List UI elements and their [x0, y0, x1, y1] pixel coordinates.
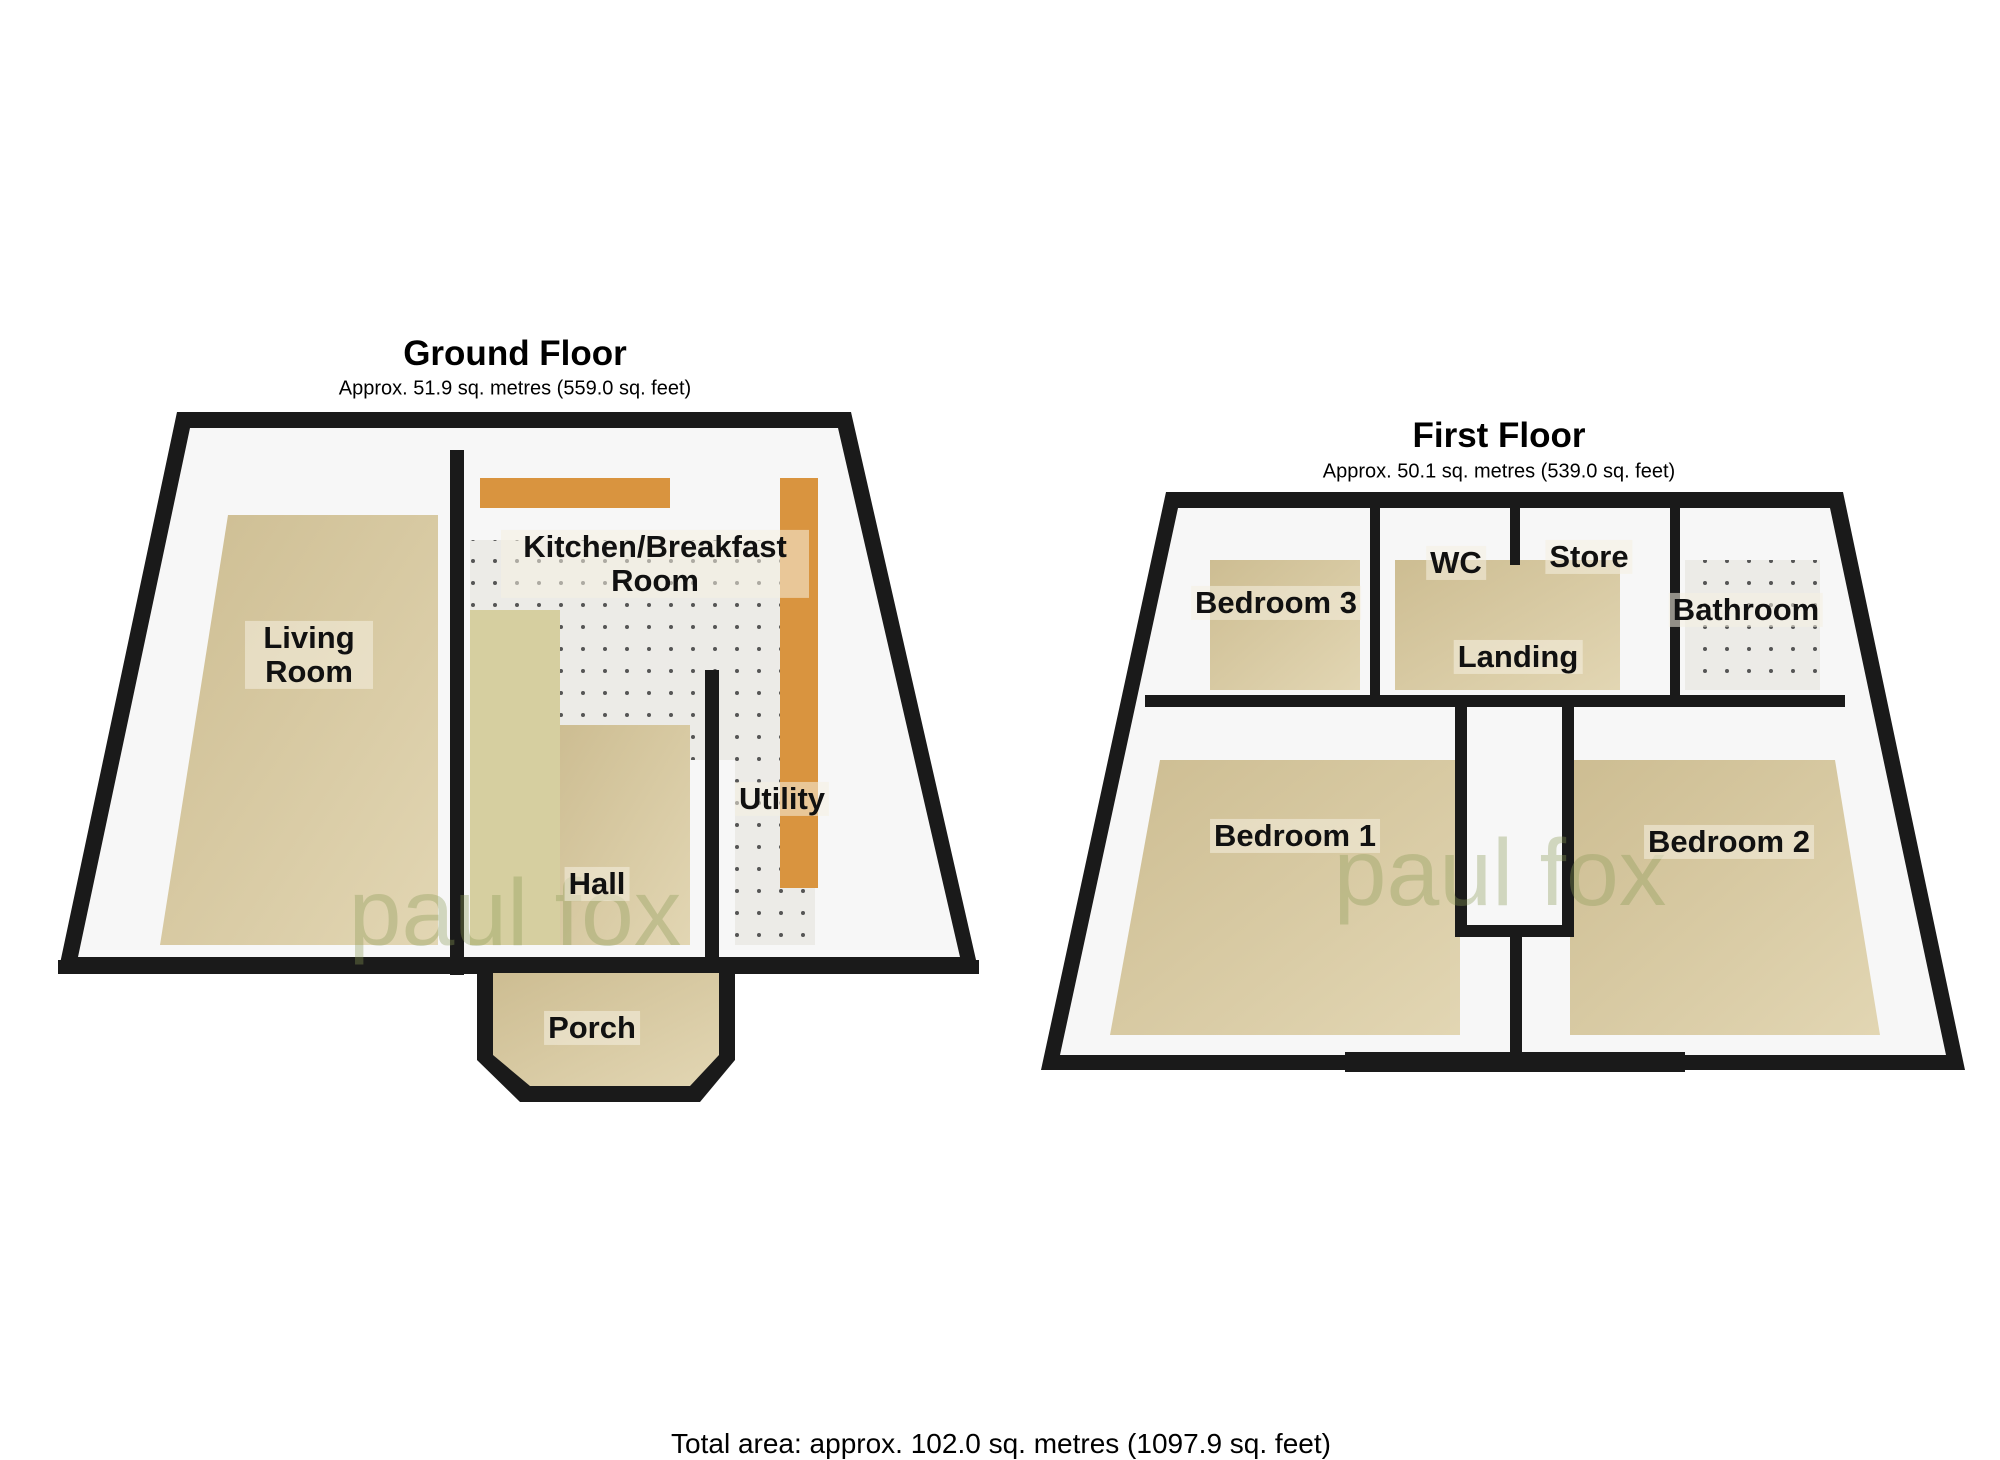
room-label-bedroom-1: Bedroom 1 — [1210, 818, 1380, 854]
room-label-bedroom-2: Bedroom 2 — [1644, 824, 1814, 860]
room-label-utility: Utility — [734, 781, 830, 817]
total-area: Total area: approx. 102.0 sq. metres (10… — [671, 1428, 1331, 1459]
room-label-porch: Porch — [544, 1010, 640, 1046]
room-label-kitchen: Kitchen/Breakfast Room — [501, 529, 809, 599]
first-floor-title: First Floor — [1412, 416, 1586, 455]
room-label-hall: Hall — [564, 866, 630, 902]
svg-text:paul fox: paul fox — [349, 860, 682, 966]
room-label-store: Store — [1545, 539, 1633, 575]
ground-floor-plan — [58, 412, 979, 1102]
stairs — [470, 610, 560, 945]
ground-floor-area: Approx. 51.9 sq. metres (559.0 sq. feet) — [338, 377, 692, 400]
first-floor-area: Approx. 50.1 sq. metres (539.0 sq. feet) — [1322, 460, 1676, 483]
room-label-landing: Landing — [1453, 639, 1583, 675]
partition-wall — [450, 450, 464, 975]
first-floor-plan — [1041, 492, 1965, 1072]
svg-text:paul fox: paul fox — [1334, 820, 1667, 926]
kitchen-worktop — [480, 478, 670, 508]
room-label-bedroom-3: Bedroom 3 — [1191, 585, 1361, 621]
room-label-wc: WC — [1426, 545, 1486, 581]
bedroom-3-floor — [1210, 560, 1360, 690]
room-label-bathroom: Bathroom — [1668, 592, 1824, 628]
ground-floor-title: Ground Floor — [403, 334, 627, 373]
room-label-living-room: Living Room — [245, 620, 373, 690]
